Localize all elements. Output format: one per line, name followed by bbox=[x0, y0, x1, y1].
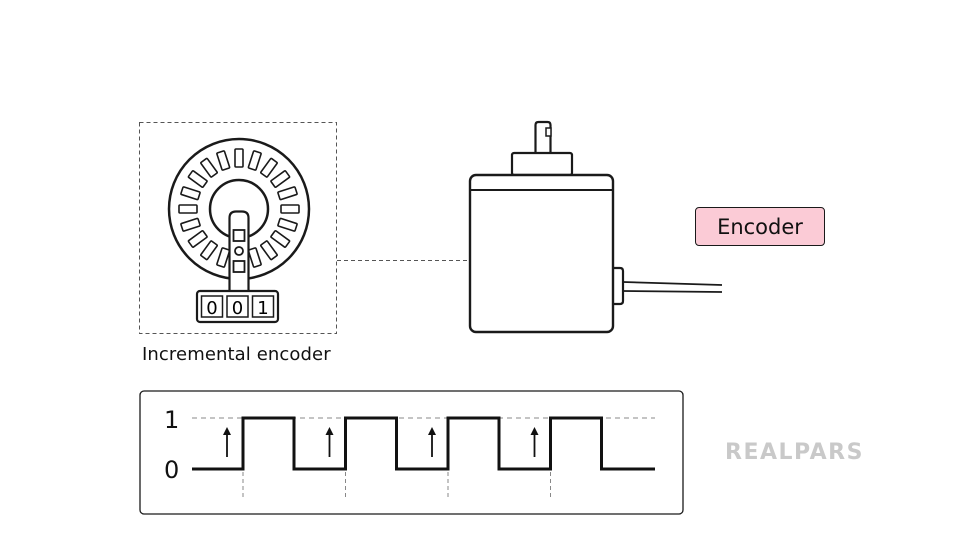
disk-slot bbox=[178, 204, 198, 214]
disk-slot bbox=[270, 230, 291, 248]
signal-panel: 1 0 bbox=[139, 390, 684, 515]
sensor-receiver bbox=[232, 260, 246, 273]
disk-slot bbox=[216, 247, 231, 268]
disk-slot bbox=[180, 186, 201, 201]
sensor-emitter bbox=[232, 229, 246, 242]
disk-slot bbox=[277, 217, 298, 232]
disk-slots bbox=[178, 148, 300, 270]
diagram-caption: Incremental encoder bbox=[142, 344, 331, 365]
disk-slot bbox=[280, 204, 300, 214]
edge-guides bbox=[242, 472, 551, 500]
encoder-shaft bbox=[534, 120, 552, 153]
encoder-label-badge: Encoder bbox=[695, 207, 825, 246]
rising-edge-arrow bbox=[428, 427, 436, 457]
disk-slot bbox=[200, 240, 218, 261]
disk-slot bbox=[260, 240, 278, 261]
disk-slot bbox=[187, 230, 208, 248]
disk-slot bbox=[247, 150, 262, 171]
disk-slot bbox=[180, 217, 201, 232]
counter-digit-2: 0 bbox=[232, 298, 243, 319]
signal-box bbox=[139, 390, 684, 515]
disk-slot bbox=[260, 157, 278, 178]
rising-edge-arrows bbox=[223, 427, 539, 457]
cable-wire bbox=[622, 290, 723, 293]
pulse-counter: 0 0 1 bbox=[195, 289, 280, 324]
encoder-body bbox=[468, 173, 615, 334]
disk-slot bbox=[247, 247, 262, 268]
counter-digit-3: 1 bbox=[257, 298, 268, 319]
disk-slot bbox=[270, 170, 291, 188]
square-wave bbox=[192, 416, 655, 471]
disk-slot bbox=[277, 186, 298, 201]
disk-slot bbox=[200, 157, 218, 178]
rising-edge-arrow bbox=[325, 427, 334, 457]
disk-slot bbox=[187, 170, 208, 188]
optical-sensor bbox=[228, 210, 250, 291]
cable-gland bbox=[613, 266, 625, 306]
brand-logo: REALPARS bbox=[725, 440, 864, 465]
cable-wire bbox=[622, 281, 723, 286]
encoder-device bbox=[468, 120, 723, 334]
detail-frame bbox=[139, 122, 337, 334]
low-level-label: 0 bbox=[164, 456, 179, 484]
counter-digit-1: 0 bbox=[206, 298, 217, 319]
rising-edge-arrow bbox=[530, 427, 539, 457]
disk-slot bbox=[234, 148, 244, 168]
encoder-collar bbox=[510, 151, 574, 177]
high-level-label: 1 bbox=[164, 406, 179, 434]
disk-slot bbox=[216, 150, 231, 171]
sensor-lens bbox=[234, 246, 244, 256]
encoder-disk bbox=[167, 137, 311, 281]
rising-edge-arrow bbox=[223, 427, 231, 457]
